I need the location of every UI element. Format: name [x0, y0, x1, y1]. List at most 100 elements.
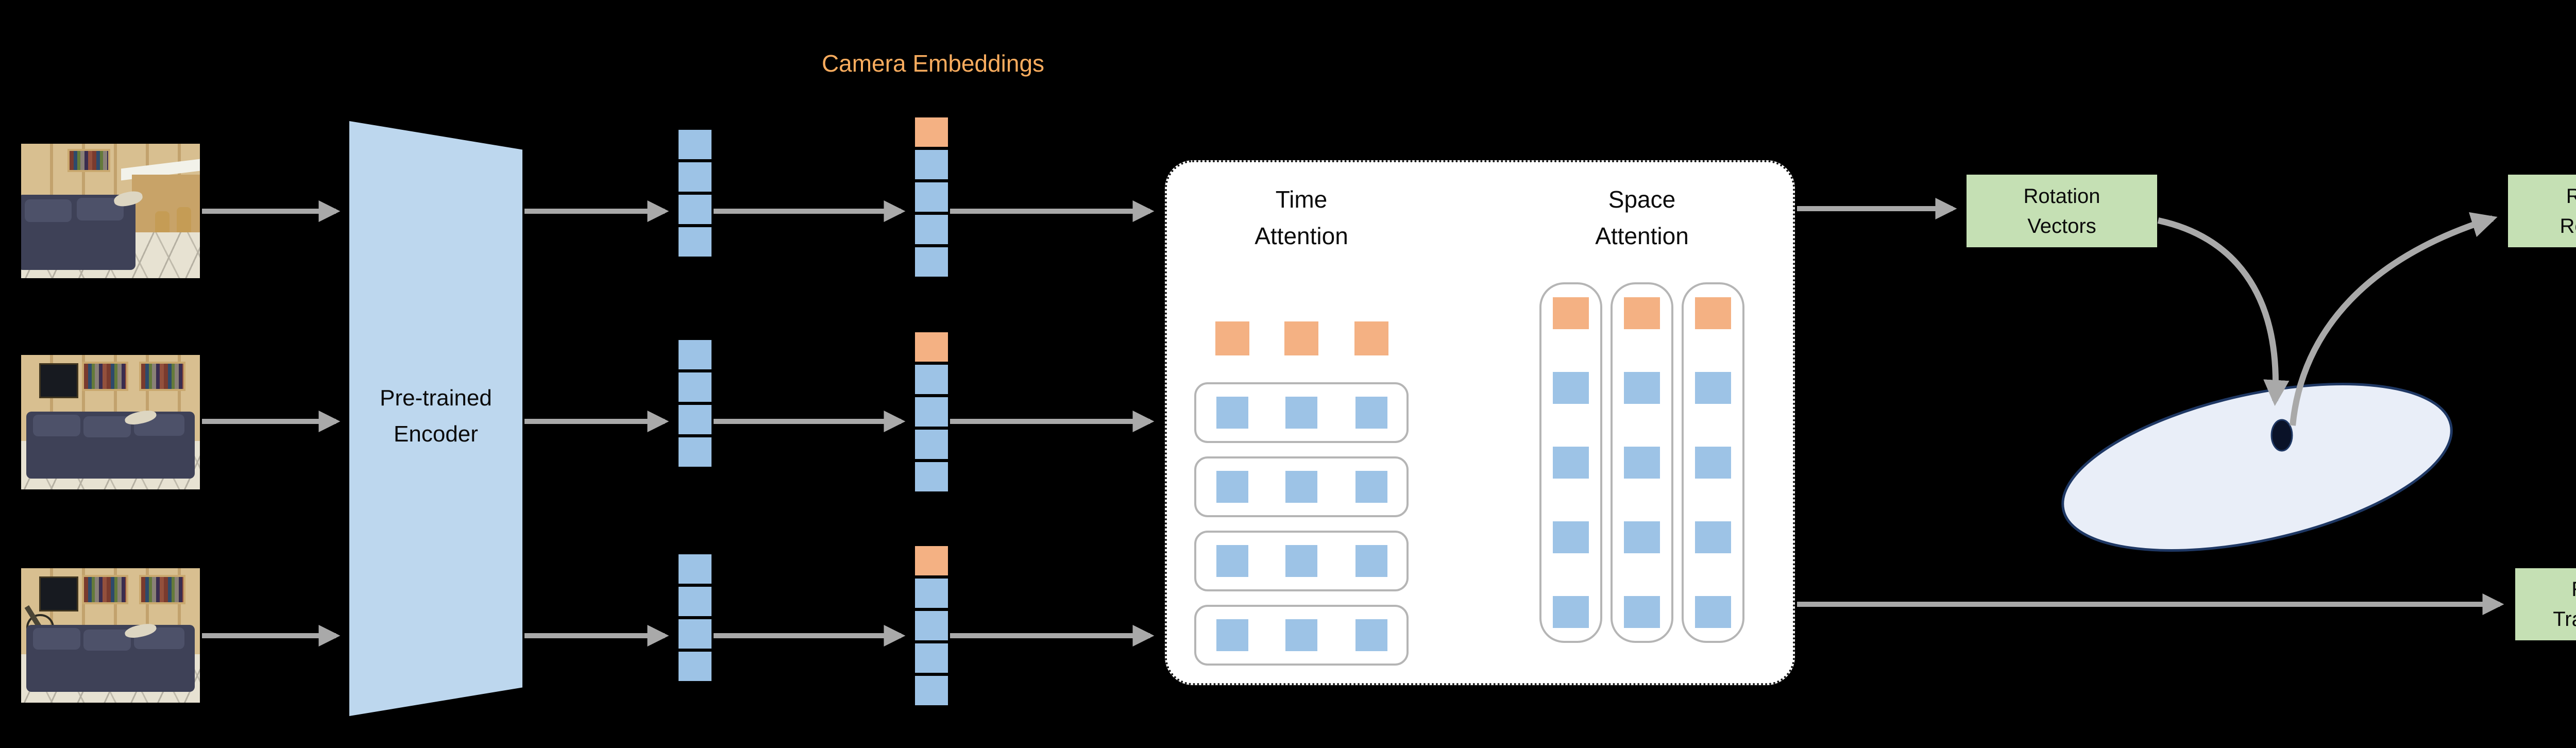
input-frame-photo [21, 568, 200, 703]
camera-token [915, 332, 948, 362]
space-patch-token [1624, 596, 1660, 628]
time-title-line2: Attention [1255, 223, 1348, 250]
patch-token [915, 430, 948, 459]
camera-token [915, 546, 948, 575]
space-title-line2: Attention [1595, 223, 1689, 250]
patch-token [915, 365, 948, 394]
patch-token [915, 579, 948, 608]
sofa-cushion-shape [24, 199, 72, 222]
time-patch-token [1216, 545, 1248, 577]
input-frame-photo [21, 355, 200, 489]
relative-translations-line2: Translations [2553, 608, 2576, 631]
tv-shape [39, 363, 79, 398]
bookshelf-shape [139, 575, 186, 605]
space-patch-token [1553, 372, 1589, 404]
patch-token [679, 162, 711, 192]
manifold-point-dot [2270, 419, 2293, 452]
encoder-label-line1: Pre-trained [380, 385, 492, 411]
curve-manifold-to-relative-rotations [2290, 212, 2498, 426]
relative-rotations-line2: Rotations [2560, 214, 2576, 237]
patch-token [679, 340, 711, 369]
relative-translations-box: Relative Translations [2515, 568, 2576, 640]
sofa-cushion-shape [33, 415, 80, 436]
patch-token [679, 554, 711, 584]
space-patch-token [1624, 447, 1660, 479]
space-patch-token [1553, 447, 1589, 479]
sofa-shape [26, 624, 195, 692]
patch-token [915, 643, 948, 673]
patch-token [679, 437, 711, 467]
patch-token [915, 215, 948, 244]
patch-token [679, 195, 711, 224]
patch-token [915, 247, 948, 277]
patch-token [679, 372, 711, 402]
patch-token [915, 462, 948, 491]
patch-token [679, 652, 711, 681]
space-patch-token [1695, 447, 1731, 479]
pretrained-encoder-shape [349, 121, 522, 716]
space-patch-token [1695, 372, 1731, 404]
space-patch-token [1553, 596, 1589, 628]
camera-token [915, 117, 948, 147]
space-patch-token [1695, 521, 1731, 553]
input-frame-photo [21, 144, 200, 278]
sofa-shape [26, 411, 195, 479]
bookshelf-shape [67, 149, 111, 172]
sofa-cushion-shape [83, 629, 131, 651]
tv-shape [39, 576, 79, 611]
patch-token [679, 619, 711, 649]
space-camera-token [1695, 297, 1731, 329]
patch-token [915, 676, 948, 705]
time-patch-token [1216, 397, 1248, 429]
patch-token [679, 587, 711, 616]
rotation-manifold-ellipse [2061, 383, 2453, 552]
space-patch-token [1553, 521, 1589, 553]
bookshelf-shape [81, 362, 129, 392]
time-patch-token [1355, 397, 1387, 429]
time-camera-token [1354, 321, 1388, 355]
patch-token [915, 611, 948, 640]
curve-rotation-vectors-to-manifold [2157, 217, 2290, 406]
camera-embeddings-label: Camera Embeddings [821, 50, 1045, 77]
bookshelf-shape [139, 362, 186, 392]
space-title-line1: Space [1608, 186, 1676, 213]
space-patch-token [1624, 372, 1660, 404]
relative-rotations-box: Relative Rotations [2508, 175, 2576, 247]
time-patch-token [1285, 619, 1317, 651]
sofa-cushion-shape [83, 416, 131, 438]
time-patch-token [1355, 471, 1387, 503]
relative-translations-line1: Relative [2571, 574, 2576, 604]
patch-token [679, 405, 711, 434]
time-title-line1: Time [1275, 186, 1328, 213]
encoder-label-line2: Encoder [394, 421, 478, 447]
time-patch-token [1216, 619, 1248, 651]
time-camera-token [1215, 321, 1249, 355]
time-camera-token [1284, 321, 1318, 355]
bookshelf-shape [81, 575, 129, 605]
time-attention-title: Time Attention [1193, 181, 1410, 255]
space-attention-title: Space Attention [1534, 181, 1750, 255]
time-patch-token [1216, 471, 1248, 503]
space-patch-token [1695, 596, 1731, 628]
time-patch-token [1355, 619, 1387, 651]
rotation-vectors-box: Rotation Vectors [1967, 175, 2157, 247]
rotation-vectors-line2: Vectors [2027, 214, 2096, 237]
time-patch-token [1285, 471, 1317, 503]
time-patch-token [1285, 397, 1317, 429]
time-patch-token [1285, 545, 1317, 577]
patch-token [915, 150, 948, 179]
patch-token [915, 182, 948, 212]
sofa-shape [21, 195, 136, 270]
patch-token [915, 397, 948, 427]
rotation-vectors-line1: Rotation [2023, 184, 2100, 208]
time-patch-token [1355, 545, 1387, 577]
space-patch-token [1624, 521, 1660, 553]
patch-token [679, 130, 711, 159]
space-camera-token [1624, 297, 1660, 329]
sofa-cushion-shape [33, 628, 80, 650]
relative-rotations-line1: Relative [2566, 184, 2576, 208]
rotation-manifold-group [2061, 383, 2453, 552]
space-camera-token [1553, 297, 1589, 329]
